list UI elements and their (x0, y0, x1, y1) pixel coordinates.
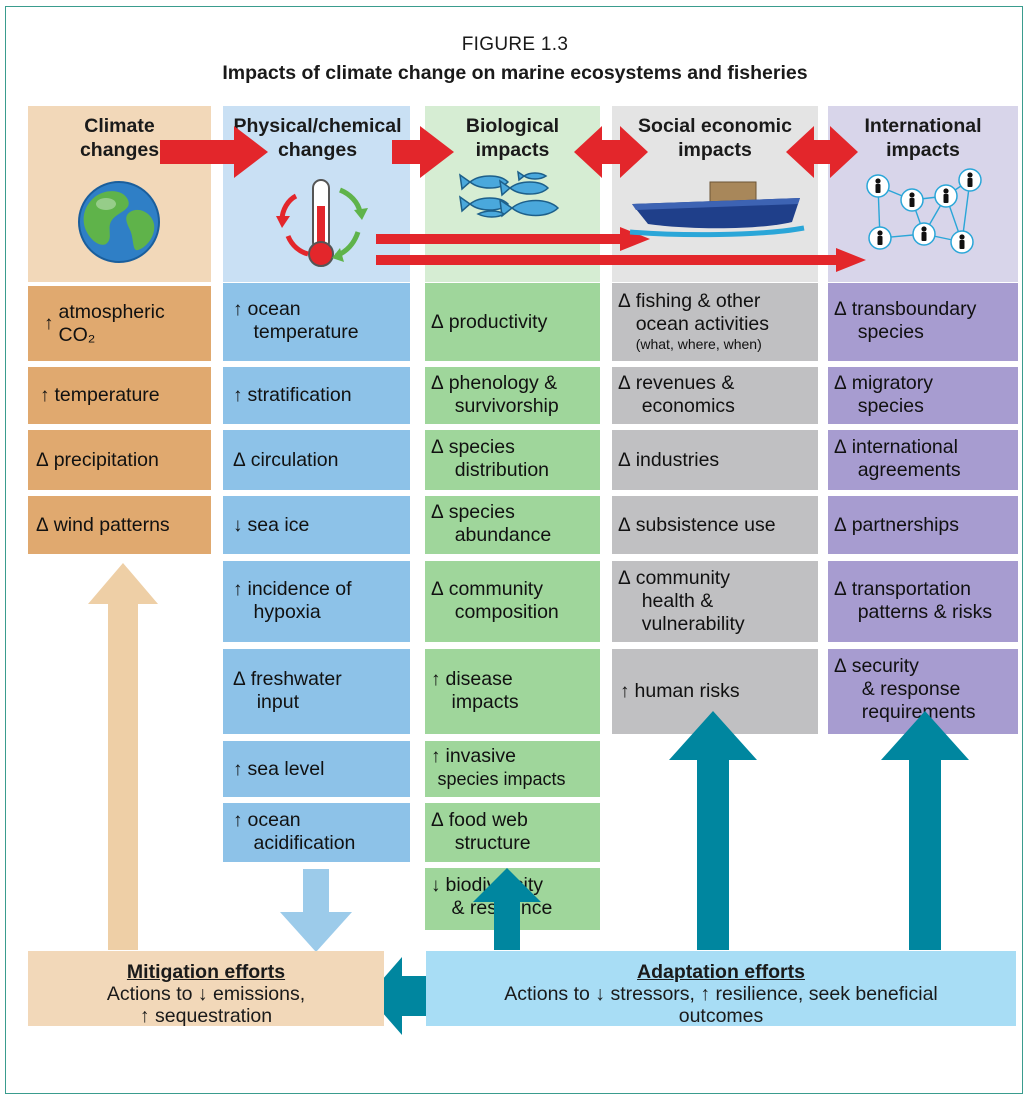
adaptation-box: Adaptation efforts Actions to ↓ stressor… (426, 951, 1016, 1027)
fishing-boat-icon (629, 181, 805, 238)
arrow-social-international (786, 126, 858, 178)
red-flow-arrows (160, 126, 866, 272)
figure-frame (5, 6, 1023, 1094)
mitigation-up-arrow (88, 563, 158, 950)
mitigation-line1: Actions to ↓ emissions, (106, 983, 306, 1005)
globe-icon (78, 181, 160, 263)
adaptation-to-mitigation-arrow (368, 957, 432, 1035)
mitigation-line2: ↑ sequestration (139, 1005, 273, 1027)
figure-number: FIGURE 1.3 (461, 34, 569, 55)
arrow-climate-to-physical (160, 126, 268, 178)
biological-header-panel (425, 106, 600, 282)
mitigation-box: Mitigation efforts Actions to ↓ emission… (28, 951, 384, 1027)
physical-item: ↑sea level (223, 741, 410, 797)
arrow-biological-social (574, 126, 648, 178)
physical-item: ↓sea ice (223, 496, 410, 554)
adaptation-to-biological-arrow (473, 868, 541, 950)
people-network-icon (866, 168, 982, 254)
mitigation-title: Mitigation efforts (126, 961, 286, 983)
adaptation-line1: Actions to ↓ stressors, ↑ resilience, se… (504, 983, 938, 1005)
thermometer-cycle-icon (276, 179, 368, 267)
arrow-physical-to-international-long (376, 248, 866, 272)
social-item: Δ revenues &economics (612, 367, 818, 424)
adaptation-to-social-arrow (669, 711, 757, 950)
adaptation-title: Adaptation efforts (637, 961, 805, 983)
arrow-physical-to-social-long (376, 227, 650, 251)
figure-title: Impacts of climate change on marine ecos… (222, 62, 808, 84)
adaptation-arrows (368, 711, 969, 1035)
physical-item: ↑stratification (223, 367, 410, 424)
arrow-physical-to-biological (392, 126, 454, 178)
adaptation-to-international-arrow (881, 711, 969, 950)
biological-item: Δ phenology &survivorship (425, 367, 600, 424)
adaptation-line2: outcomes (678, 1005, 764, 1027)
physical-down-arrow (280, 869, 352, 952)
international-header-panel (828, 106, 1018, 282)
climate-item: ↑temperature (28, 367, 211, 424)
fish-school-icon (459, 170, 560, 218)
